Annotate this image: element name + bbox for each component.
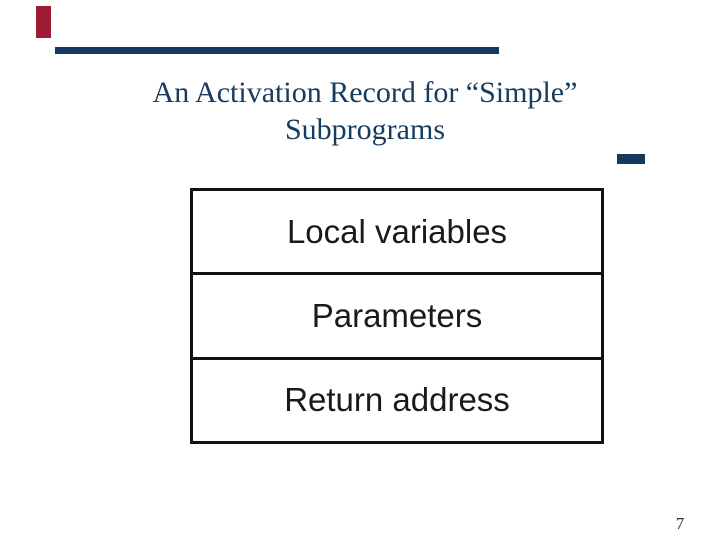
diagram-row-local-variables: Local variables [193, 191, 601, 272]
page-number: 7 [675, 514, 685, 533]
slide-title-line1: An Activation Record for “Simple” [152, 76, 578, 109]
slide-title-line2: Subprograms [285, 113, 445, 146]
diagram-row-label: Return address [284, 381, 510, 419]
diagram-row-label: Parameters [311, 296, 483, 334]
slide-title: An Activation Record for “Simple” Subpro… [30, 74, 700, 148]
diagram-row-parameters: Parameters [193, 272, 601, 356]
red-accent-bar [36, 6, 51, 38]
right-dash-accent [617, 154, 645, 164]
top-rule-line [55, 47, 499, 54]
activation-record-diagram: Local variables Parameters Return addres… [190, 188, 604, 444]
diagram-row-return-address: Return address [193, 356, 601, 441]
diagram-row-label: Local variables [286, 212, 508, 250]
